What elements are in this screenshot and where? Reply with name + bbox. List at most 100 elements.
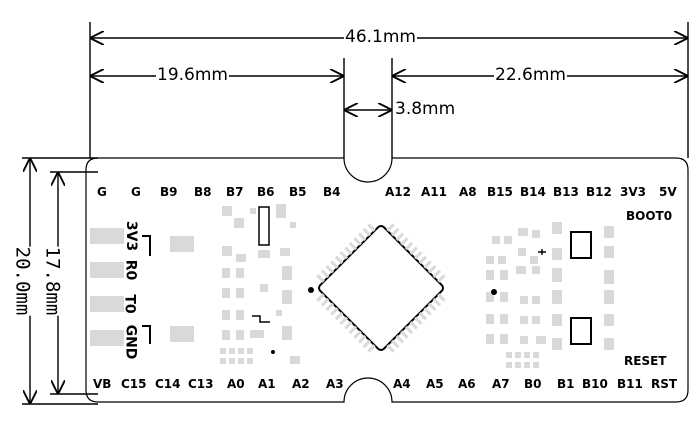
pin-label-top: B8 bbox=[194, 185, 212, 199]
mcu-pin bbox=[409, 246, 418, 255]
mcu-pin bbox=[330, 260, 339, 269]
dim-outer-height: 20.0mm bbox=[11, 246, 34, 316]
mcu-pin bbox=[414, 316, 423, 325]
mcu-pin bbox=[423, 307, 432, 316]
reset-label: RESET bbox=[624, 354, 667, 368]
pin-label-top: A12 bbox=[385, 185, 411, 199]
pin-label-bottom: A7 bbox=[492, 377, 510, 391]
pin-label-top: B15 bbox=[487, 185, 513, 199]
mcu-pin bbox=[390, 339, 400, 349]
pin-label-bottom: B10 bbox=[582, 377, 608, 391]
pin-label-top: A11 bbox=[421, 185, 447, 199]
mcu-pin bbox=[334, 255, 344, 265]
mcu-pin bbox=[400, 237, 409, 246]
mcu-pin bbox=[357, 232, 367, 242]
mcu-pin bbox=[404, 241, 414, 251]
pin-label-top: B5 bbox=[289, 185, 307, 199]
mcu-pin bbox=[427, 302, 437, 312]
mcu-pin bbox=[339, 251, 348, 260]
right-dot bbox=[491, 289, 497, 295]
mcu-pin bbox=[395, 334, 405, 344]
pin-label-bottom: A3 bbox=[326, 377, 344, 391]
pin-label-bottom: B1 bbox=[557, 377, 575, 391]
small-t-mark bbox=[538, 249, 546, 255]
pin-label-top: G bbox=[97, 185, 107, 199]
pin-label-bottom: C14 bbox=[155, 377, 181, 391]
mcu-pin bbox=[320, 269, 330, 279]
mcu-pin bbox=[362, 227, 372, 237]
pin-label-top: B9 bbox=[160, 185, 178, 199]
side-pin-label: 3V3 bbox=[123, 220, 140, 252]
mcu-pin bbox=[316, 293, 325, 302]
mcu-pin bbox=[334, 311, 344, 321]
reset-button bbox=[570, 317, 592, 345]
pin-label-bottom: A2 bbox=[292, 377, 310, 391]
mcu-pin bbox=[437, 293, 446, 302]
dim-notch-gap: 3.8mm bbox=[395, 99, 456, 119]
boot-button bbox=[570, 231, 592, 259]
mcu-pin bbox=[386, 223, 395, 232]
mcu-pin bbox=[400, 330, 409, 339]
mcu-pin1-dot bbox=[308, 287, 314, 293]
mcu-pin bbox=[386, 344, 395, 353]
pin-label-bottom: A6 bbox=[458, 377, 476, 391]
mcu-pin bbox=[330, 307, 339, 316]
mcu-pin bbox=[390, 227, 400, 237]
pin-label-top: B13 bbox=[553, 185, 579, 199]
small-trace-mark bbox=[252, 315, 270, 323]
mcu-pin bbox=[320, 297, 330, 307]
pin-label-bottom: C13 bbox=[188, 377, 214, 391]
mcu-pin bbox=[348, 325, 358, 335]
pin-label-top: B7 bbox=[226, 185, 244, 199]
left-header-pads bbox=[90, 228, 194, 346]
mcu-pin bbox=[432, 269, 442, 279]
pin-label-top: 5V bbox=[659, 185, 677, 199]
mcu-pin bbox=[395, 232, 405, 242]
mcu-pin bbox=[367, 344, 376, 353]
mcu-pin bbox=[418, 311, 428, 321]
mcu-pin bbox=[353, 330, 362, 339]
pin-label-top: G bbox=[131, 185, 141, 199]
pin-label-top: B4 bbox=[323, 185, 341, 199]
mcu-pin bbox=[348, 241, 358, 251]
dim-inner-height: 17.8mm bbox=[41, 246, 64, 316]
mcu-pin bbox=[344, 246, 353, 255]
pin-label-bottom: A1 bbox=[258, 377, 276, 391]
pin-label-top: B12 bbox=[586, 185, 612, 199]
pin-label-bottom: VB bbox=[93, 377, 112, 391]
pin-label-bottom: A5 bbox=[426, 377, 444, 391]
mcu-pin bbox=[353, 237, 362, 246]
mcu-pin bbox=[404, 325, 414, 335]
pin-label-bottom: A4 bbox=[393, 377, 411, 391]
left-components bbox=[220, 204, 300, 364]
mcu-pin bbox=[362, 339, 372, 349]
mcu-pin bbox=[432, 297, 442, 307]
side-pin-label: T0 bbox=[121, 294, 138, 314]
boot-label: BOOT0 bbox=[626, 209, 673, 223]
mcu-pin bbox=[437, 274, 446, 283]
pin-label-bottom: C15 bbox=[121, 377, 147, 391]
side-bracket-bottom bbox=[142, 325, 151, 344]
mcu-pin bbox=[427, 264, 437, 274]
mcu-pin bbox=[344, 321, 353, 330]
mcu-pin bbox=[367, 223, 376, 232]
mcu-pin bbox=[325, 302, 335, 312]
mcu-pin bbox=[414, 251, 423, 260]
mcu-pin bbox=[423, 260, 432, 269]
mcu-pins bbox=[316, 223, 446, 353]
dim-left-section: 19.6mm bbox=[156, 65, 229, 85]
pin-label-top: 3V3 bbox=[620, 185, 646, 199]
pin1-dot-small bbox=[271, 350, 275, 354]
pin-label-top: B6 bbox=[257, 185, 275, 199]
right-components bbox=[486, 222, 614, 368]
side-bracket-top bbox=[142, 235, 151, 256]
dim-right-section: 22.6mm bbox=[494, 65, 567, 85]
side-pin-label: R0 bbox=[122, 259, 139, 281]
crystal-outline bbox=[258, 206, 270, 246]
mcu-pin bbox=[418, 255, 428, 265]
pin-label-bottom: RST bbox=[651, 377, 678, 391]
side-pin-label: GND bbox=[122, 324, 139, 360]
mcu-pin bbox=[325, 264, 335, 274]
